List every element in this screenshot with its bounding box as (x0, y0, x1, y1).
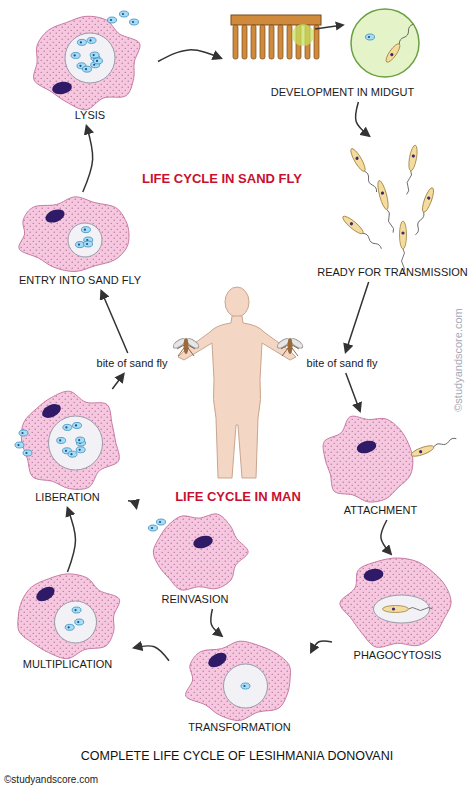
cycle-arrow (346, 373, 360, 411)
bite-label: bite of sand fly (302, 356, 382, 370)
stage-label: bite of sand fly (302, 356, 382, 370)
stage-label: REINVASION (140, 592, 250, 606)
bite-label: bite of sand fly (92, 356, 172, 370)
stage-label: TRANSFORMATION (172, 720, 307, 734)
cycle-arrow (134, 646, 169, 661)
cycle-arrow (158, 50, 221, 62)
cell-drawing (25, 8, 155, 108)
cycle-arrow (68, 508, 76, 572)
stage-label: DEVELOPMENT IN MIDGUT (225, 85, 460, 99)
stage-label: ATTACHMENT (318, 503, 443, 517)
cell-drawing (318, 140, 468, 265)
stage-illustration: ATTACHMENT (318, 415, 443, 517)
stage-label: READY FOR TRANSMISSION (314, 265, 471, 279)
cell-drawing (5, 195, 155, 273)
stage-illustration: LYSIS (25, 8, 155, 122)
sand-fly (276, 337, 304, 356)
sand-fly (172, 337, 200, 356)
cycle-arrow (112, 374, 123, 389)
cell-drawing (5, 575, 130, 657)
cell-drawing (140, 512, 250, 592)
stage-label: bite of sand fly (92, 356, 172, 370)
watermark: ©studyandscore.com (452, 308, 464, 412)
diagram-title: COMPLETE LIFE CYCLE OF LESIHMANIA DONOVA… (81, 749, 393, 763)
stage-label: LIBERATION (10, 490, 125, 504)
stage-illustration: TRANSFORMATION (172, 640, 307, 734)
stage-label: ENTRY INTO SAND FLY (5, 273, 155, 287)
cycle-arrow (346, 282, 369, 352)
stage-illustration: MULTIPLICATION (5, 575, 130, 671)
cell-drawing (318, 415, 443, 503)
stage-illustration: DEVELOPMENT IN MIDGUT (225, 5, 460, 99)
cycle-arrow (211, 609, 222, 636)
stage-illustration: READY FOR TRANSMISSION (314, 140, 471, 279)
stage-label: MULTIPLICATION (5, 657, 130, 671)
section-heading: LIFE CYCLE IN SAND FLY (142, 171, 302, 186)
cycle-arrow (128, 501, 136, 508)
cycle-arrow (355, 102, 369, 136)
section-heading: LIFE CYCLE IN MAN (175, 489, 301, 504)
stage-illustration: PHAGOCYTOSIS (335, 558, 460, 662)
cycle-arrow (311, 641, 332, 652)
human-figure (178, 287, 296, 478)
cell-drawing (10, 392, 125, 490)
cell-drawing (172, 640, 307, 720)
cell-drawing (225, 5, 460, 85)
stage-illustration: REINVASION (140, 512, 250, 606)
copyright: ©studyandscore.com (4, 774, 98, 785)
stage-illustration: ENTRY INTO SAND FLY (5, 195, 155, 287)
cycle-arrow (101, 291, 127, 353)
stage-label: PHAGOCYTOSIS (335, 648, 460, 662)
cycle-arrow (381, 520, 391, 554)
stage-illustration: LIBERATION (10, 392, 125, 504)
stage-label: LYSIS (25, 108, 155, 122)
cycle-arrow (83, 126, 93, 192)
cell-drawing (335, 558, 460, 648)
